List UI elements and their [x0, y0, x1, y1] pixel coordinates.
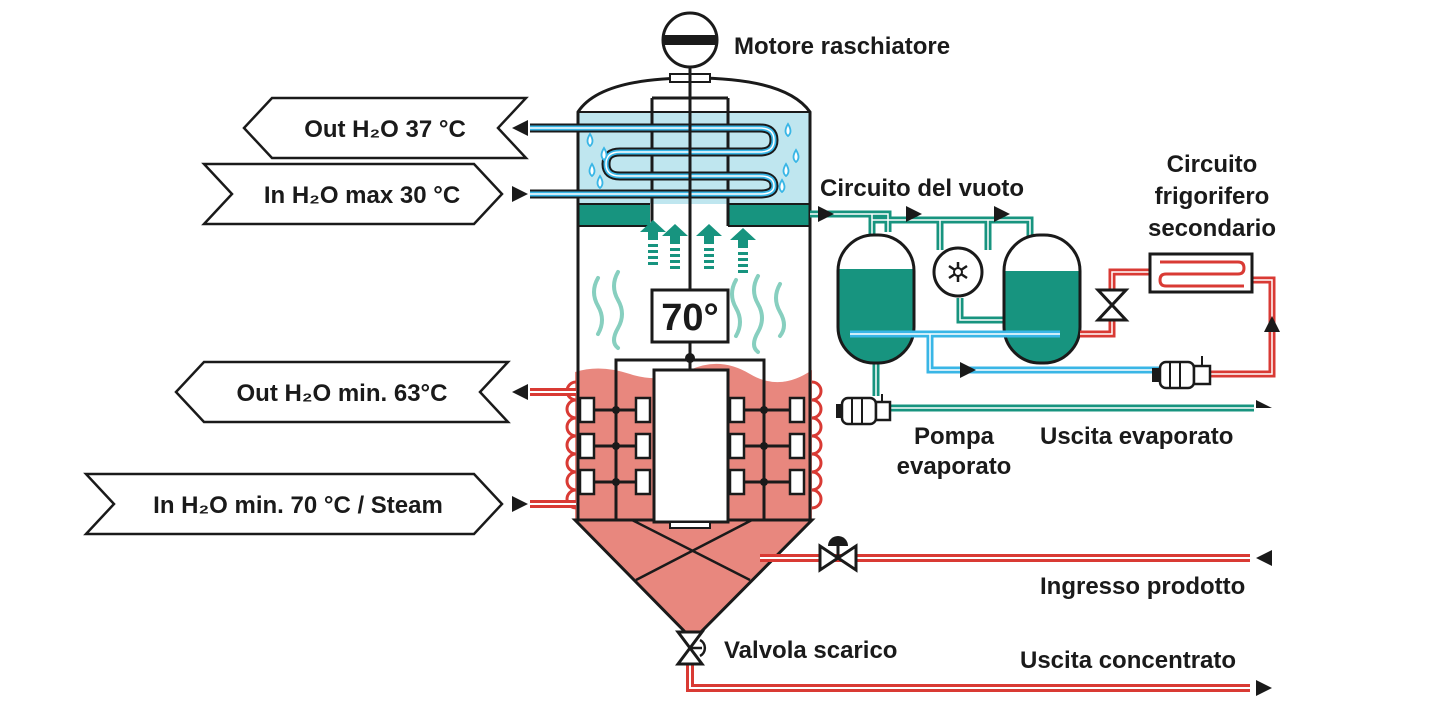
separator-tank-1 [836, 233, 916, 365]
flow-arrows [512, 120, 1280, 696]
pump-label-line-2: evaporato [897, 453, 1012, 480]
vessel-cone [571, 518, 816, 643]
temperature-value: 70° [661, 297, 718, 339]
condensate-tray-right [728, 204, 810, 226]
in-hot-water-label: In H₂O min. 70 °C / Steam [153, 492, 443, 519]
valve-icon [675, 630, 707, 666]
motor-label: Motore raschiatore [734, 33, 950, 60]
out-cooling-water-label-box: Out H₂O 37 °C [242, 96, 529, 160]
evaporate-outlet-pipe [872, 362, 1254, 412]
concentrate-outlet-label: Uscita concentrato [1020, 647, 1236, 674]
valve-icon [1094, 288, 1130, 322]
refrigerant-line [850, 330, 1175, 374]
condensate-tray-left [578, 204, 650, 226]
hot-pipes [530, 388, 576, 508]
vacuum-pump-icon [932, 246, 984, 298]
pump-label-line-1: Pompa [914, 423, 995, 450]
fridge-heat-exchanger [1148, 252, 1254, 294]
product-inlet-label: Ingresso prodotto [1040, 573, 1245, 600]
fridge-label-line-1: Circuito [1167, 151, 1258, 178]
heating-coil [565, 380, 823, 510]
fridge-label-line-2: frigorifero [1155, 183, 1270, 210]
vacuum-circuit-label: Circuito del vuoto [820, 175, 1024, 202]
valve-icon [818, 536, 858, 573]
scraper-frame [578, 353, 806, 529]
fridge-label-line-3: secondario [1148, 215, 1276, 242]
evaporate-outlet-label: Uscita evaporato [1040, 423, 1233, 450]
in-cooling-water-label: In H₂O max 30 °C [264, 182, 460, 209]
out-hot-water-label-box: Out H₂O min. 63°C [174, 360, 511, 424]
drain-valve-label: Valvola scarico [724, 637, 897, 664]
water-drop-icon [586, 122, 800, 194]
arrow-up-icon [640, 220, 756, 273]
in-hot-water-label-box: In H₂O min. 70 °C / Steam [83, 472, 504, 536]
steam-wave-icon [592, 270, 786, 354]
out-hot-water-label: Out H₂O min. 63°C [237, 380, 448, 407]
in-cooling-water-label-box: In H₂O max 30 °C [201, 162, 504, 226]
out-cooling-water-label: Out H₂O 37 °C [304, 116, 466, 143]
pump-icon [836, 394, 892, 426]
concentrate-outlet-pipe [686, 660, 1250, 692]
temperature-display [650, 288, 730, 344]
pump-icon [1152, 356, 1212, 390]
cooling-coil [530, 123, 779, 199]
separator-tank-2 [1002, 233, 1082, 365]
